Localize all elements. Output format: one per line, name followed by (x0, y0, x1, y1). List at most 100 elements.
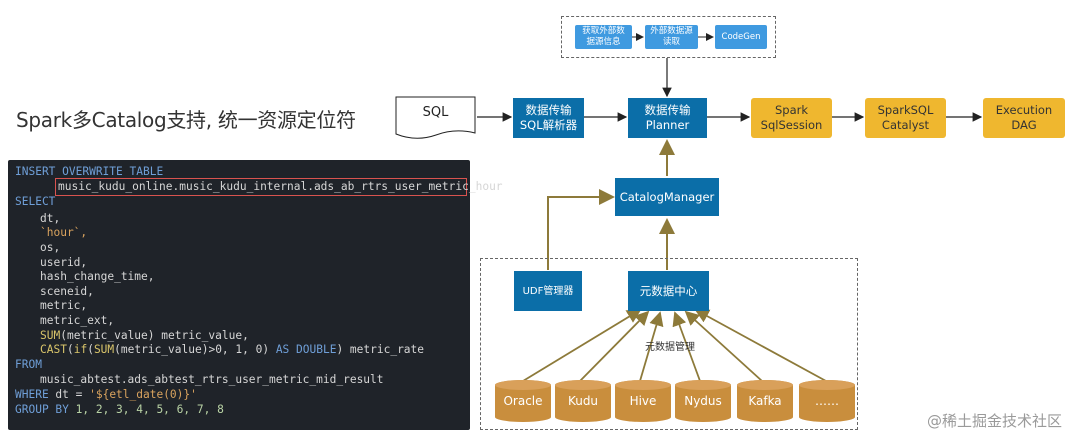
box-line: 获取外部数 (582, 26, 625, 36)
code-col: metric_ext, (40, 314, 115, 327)
box-line: UDF管理器 (522, 285, 574, 297)
code-function: CAST (40, 343, 67, 356)
code-function: SUM (93, 343, 115, 356)
sparksql-catalyst-box: SparkSQL Catalyst (865, 98, 946, 138)
sql-document-label: SQL (422, 105, 449, 120)
code-line-1: INSERT OVERWRITE TABLE (15, 165, 163, 179)
spark-sqlsession-box: Spark SqlSession (751, 98, 832, 138)
database-icon (799, 380, 855, 422)
arrow-kafka (684, 310, 763, 382)
box-line: Catalyst (881, 118, 930, 132)
box-line: 元数据中心 (639, 283, 698, 298)
source-label: Kudu (567, 394, 599, 408)
code-text: ) metric_rate (336, 343, 425, 356)
box-line: 数据传输 (644, 103, 691, 117)
code-text: 1, 2, 3, 4, 5, 6, 7, 8 (68, 403, 224, 416)
arrow-nydus (672, 311, 701, 382)
metadata-management-group (480, 258, 858, 430)
arrow-hive (639, 311, 664, 382)
code-col: `hour`, (40, 226, 88, 239)
box-line: SparkSQL (877, 103, 934, 117)
code-function: if (73, 343, 88, 356)
arrow-oracle (522, 309, 642, 382)
more-sources-cylinder: …… (799, 380, 855, 422)
code-text: (metric_value) metric_value, (60, 329, 249, 342)
sql-code-panel: INSERT OVERWRITE TABLE music_kudu_online… (8, 160, 503, 430)
code-col: sceneid, (40, 285, 94, 298)
code-from-line: FROM (15, 358, 42, 372)
code-string: '${etl_date(0)}' (89, 388, 197, 401)
box-line: DAG (1011, 118, 1037, 132)
database-icon (675, 380, 731, 422)
code-text: dt = (48, 388, 90, 401)
arrow-udf-to-catalog (547, 189, 615, 270)
code-where-line: WHERE dt = '${etl_date(0)}' (15, 388, 197, 402)
kudu-cylinder: Kudu (555, 380, 611, 422)
code-col: metric, (40, 299, 88, 312)
database-icon (615, 380, 671, 422)
code-keyword: INSERT OVERWRITE TABLE (15, 165, 164, 178)
code-line-3: SELECT (15, 195, 55, 209)
code-cast-line: CAST(if(SUM(metric_value)>0, 1, 0) AS DO… (40, 343, 424, 357)
source-table: music_abtest.ads_abtest_rtrs_user_metric… (40, 373, 384, 386)
code-text: ( (87, 343, 94, 356)
execution-dag-box: Execution DAG (983, 98, 1065, 138)
code-text: ( (66, 343, 74, 356)
code-keyword: WHERE (15, 388, 49, 401)
udf-manager-box: UDF管理器 (514, 271, 582, 311)
code-keyword: SELECT (15, 195, 56, 208)
slide-title: Spark多Catalog支持, 统一资源定位符 (16, 108, 356, 132)
code-col: userid, (40, 256, 88, 269)
target-table: music_kudu_online.music_kudu_internal.ad… (58, 180, 503, 193)
watermark: @稀土掘金技术社区 (926, 412, 1062, 430)
box-line: 读取 (662, 37, 680, 47)
code-keyword: FROM (15, 358, 42, 371)
planner-box: 数据传输 Planner (628, 98, 707, 138)
code-line-2: music_kudu_online.music_kudu_internal.ad… (58, 180, 503, 194)
source-label: Nydus (684, 394, 722, 408)
arrow-kudu (579, 310, 650, 382)
code-group-line: GROUP BY 1, 2, 3, 4, 5, 6, 7, 8 (15, 403, 224, 417)
box-line: SQL解析器 (519, 118, 578, 132)
read-external-source-box: 外部数据源 读取 (645, 25, 698, 49)
box-line: SqlSession (760, 118, 823, 132)
box-line: 外部数据源 (650, 26, 693, 36)
database-icon (737, 380, 793, 422)
box-line: Execution (995, 103, 1053, 117)
external-source-group (561, 16, 776, 58)
arrow-more (694, 309, 827, 382)
code-keyword: AS (275, 343, 290, 356)
hive-cylinder: Hive (615, 380, 671, 422)
metadata-management-label: 元数据管理 (645, 342, 695, 353)
code-col: os, (40, 241, 61, 254)
database-icon (555, 380, 611, 422)
fetch-external-source-box: 获取外部数 据源信息 (575, 25, 632, 49)
code-col: dt, (40, 212, 61, 225)
code-keyword: GROUP BY (15, 403, 69, 416)
codegen-box: CodeGen (715, 25, 767, 49)
source-label: …… (815, 394, 839, 408)
box-line: Spark (774, 103, 809, 117)
code-col: hash_change_time, (40, 270, 155, 283)
kafka-cylinder: Kafka (737, 380, 793, 422)
source-label: Kafka (748, 394, 782, 408)
metadata-center-box: 元数据中心 (628, 271, 709, 311)
code-function: SUM (40, 329, 61, 342)
code-keyword: DOUBLE (289, 343, 337, 356)
table-highlight-box (55, 178, 467, 196)
box-line: Planner (645, 118, 690, 132)
source-label: Hive (629, 394, 657, 408)
code-sum-line: SUM(metric_value) metric_value, (40, 329, 249, 343)
box-line: 数据传输 (525, 103, 572, 117)
nydus-cylinder: Nydus (675, 380, 731, 422)
sql-document-shape (395, 96, 476, 139)
database-icon (495, 380, 551, 422)
code-text: (metric_value)>0, 1, 0) (114, 343, 276, 356)
sql-parser-box: 数据传输 SQL解析器 (513, 98, 584, 138)
oracle-cylinder: Oracle (495, 380, 551, 422)
source-label: Oracle (503, 394, 543, 408)
box-line: 据源信息 (586, 37, 621, 47)
catalog-manager-box: CatalogManager (615, 178, 719, 216)
box-line: CatalogManager (619, 189, 715, 204)
